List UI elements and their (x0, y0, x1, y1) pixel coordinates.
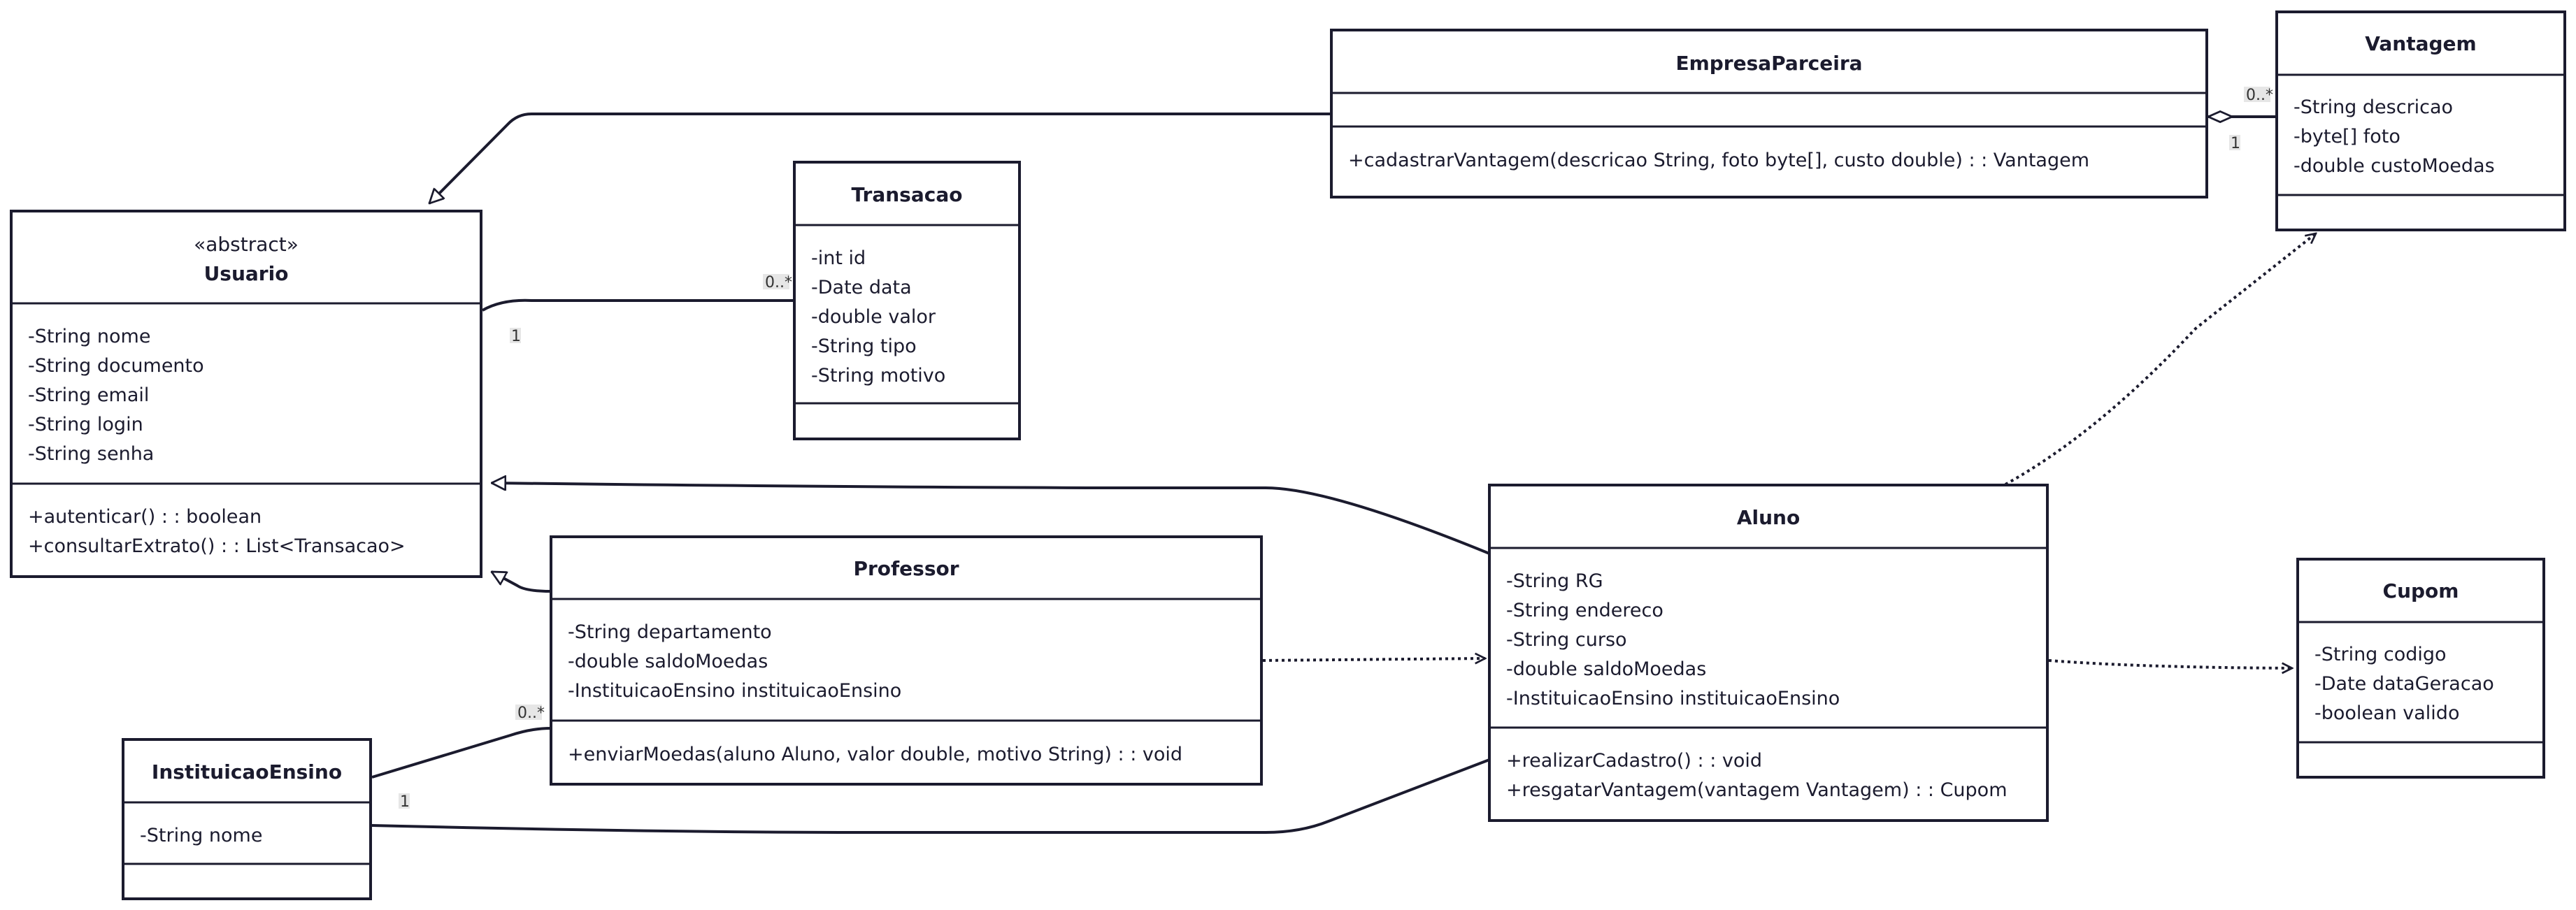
class-attribute: -double custoMoedas (2294, 155, 2495, 177)
class-method: +autenticar() : : boolean (28, 506, 262, 528)
dependency-aluno-cupom (2048, 659, 2292, 668)
class-name: Vantagem (2365, 32, 2476, 55)
class-attribute: -String endereco (1506, 600, 1663, 621)
class-attribute: -String motivo (811, 365, 945, 387)
generalization-aluno-usuario (492, 483, 1490, 555)
class-method: +realizarCadastro() : : void (1506, 750, 1762, 772)
multiplicity-labels: 0..* 1 1 0..* 0..* 1 (399, 87, 2273, 811)
class-attribute: -String login (28, 414, 143, 435)
class-attribute: -String email (28, 384, 149, 406)
class-attribute: -String RG (1506, 570, 1603, 592)
class-attribute: -String nome (28, 326, 150, 347)
class-attribute: -double valor (811, 306, 936, 328)
class-attribute: -Date data (811, 277, 912, 298)
class-name: Aluno (1737, 506, 1800, 529)
multiplicity-label: 0..* (517, 705, 545, 722)
relationships (371, 113, 2316, 834)
class-attribute: -String nome (140, 825, 262, 846)
class-professor[interactable]: Professor -String departamento -double s… (550, 535, 1263, 786)
multiplicity-label: 0..* (2246, 87, 2273, 104)
association-usuario-transacao (482, 298, 794, 312)
class-empresa-parceira[interactable]: EmpresaParceira +cadastrarVantagem(descr… (1330, 29, 2208, 198)
class-attribute: -double saldoMoedas (1506, 658, 1706, 680)
dependency-professor-aluno (1262, 658, 1485, 660)
generalization-professor-usuario (492, 570, 552, 593)
multiplicity-label: 0..* (765, 274, 792, 291)
class-vantagem[interactable]: Vantagem -String descricao -byte[] foto … (2275, 10, 2566, 231)
class-attribute: -String departamento (568, 621, 772, 643)
class-attribute: -byte[] foto (2294, 126, 2400, 147)
class-method: +resgatarVantagem(vantagem Vantagem) : :… (1506, 779, 2008, 801)
generalization-empresa-usuario (429, 113, 1331, 203)
class-attribute: -String codigo (2314, 644, 2447, 665)
class-attribute: -Date dataGeracao (2314, 673, 2494, 695)
class-attribute: -String senha (28, 443, 154, 465)
class-instituicao-ensino[interactable]: InstituicaoEnsino -String nome (122, 738, 372, 900)
multiplicity-label: 1 (2231, 135, 2240, 152)
class-method: +cadastrarVantagem(descricao String, fot… (1348, 150, 2089, 171)
class-name: Usuario (204, 262, 289, 285)
class-name: Cupom (2383, 579, 2459, 602)
class-attribute: -int id (811, 247, 866, 269)
multiplicity-label: 1 (400, 793, 410, 811)
class-aluno[interactable]: Aluno -String RG -String endereco -Strin… (1488, 484, 2049, 822)
class-attribute: -String documento (28, 355, 204, 377)
class-method: +enviarMoedas(aluno Aluno, valor double,… (568, 744, 1182, 765)
class-attribute: -String curso (1506, 629, 1627, 651)
multiplicity-label: 1 (511, 328, 521, 345)
class-stereotype: «abstract» (194, 233, 299, 256)
class-cupom[interactable]: Cupom -String codigo -Date dataGeracao -… (2296, 558, 2545, 779)
class-attribute: -boolean valido (2314, 702, 2459, 724)
class-attribute: -InstituicaoEnsino instituicaoEnsino (568, 680, 901, 702)
class-name: Transacao (852, 183, 963, 206)
association-instituicao-professor (371, 727, 552, 779)
association-instituicao-aluno (371, 758, 1490, 834)
dependency-aluno-vantagem (2005, 233, 2316, 486)
class-method: +consultarExtrato() : : List<Transacao> (28, 535, 406, 557)
class-name: EmpresaParceira (1675, 52, 1862, 75)
class-attribute: -double saldoMoedas (568, 651, 768, 672)
class-usuario[interactable]: «abstract» Usuario -String nome -String … (10, 210, 482, 578)
class-attribute: -InstituicaoEnsino instituicaoEnsino (1506, 688, 1840, 709)
class-attribute: -String tipo (811, 335, 917, 357)
class-attribute: -String descricao (2294, 96, 2453, 118)
class-name: InstituicaoEnsino (152, 760, 342, 783)
class-transacao[interactable]: Transacao -int id -Date data -double val… (793, 161, 1021, 440)
class-name: Professor (853, 557, 959, 580)
